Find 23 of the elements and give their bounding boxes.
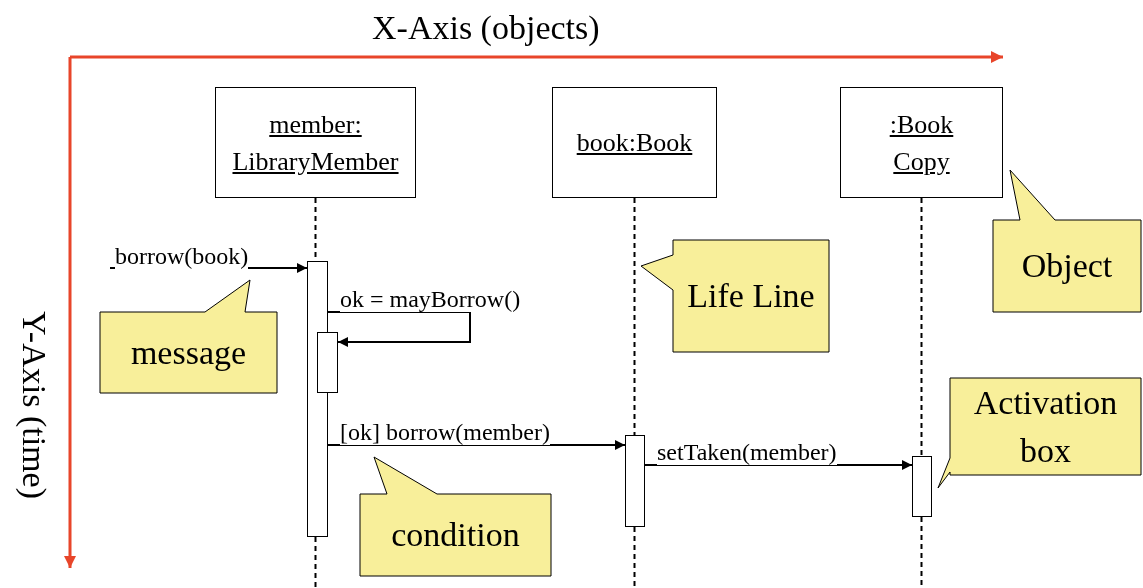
- object-box: member: LibraryMember: [215, 87, 416, 198]
- activation-bar: [625, 435, 645, 527]
- callout-bubble: [938, 378, 1141, 488]
- callout-text: Activation box: [972, 382, 1119, 471]
- activation-bar: [912, 456, 932, 517]
- callout-text: condition: [391, 515, 520, 555]
- activation-bar: [317, 332, 338, 393]
- callout-bubble: [641, 240, 829, 352]
- message-arrow: [327, 440, 626, 450]
- message-arrow: [644, 460, 913, 470]
- axis-label: Y-Axis (time): [14, 311, 54, 499]
- callout-bubble: [100, 280, 277, 393]
- callout-text: message: [130, 332, 247, 373]
- callout-text: Life Line: [687, 276, 815, 316]
- callout-bubble: [360, 457, 551, 576]
- callout-text: Object: [1021, 246, 1113, 286]
- object-box: book:Book: [552, 87, 717, 198]
- callout-bubble: [993, 170, 1141, 312]
- lifeline: [920, 197, 923, 457]
- object-box: :Book Copy: [840, 87, 1003, 198]
- message-arrow: [327, 311, 471, 347]
- axis-label: X-Axis (objects): [372, 8, 600, 48]
- lifeline: [633, 197, 636, 436]
